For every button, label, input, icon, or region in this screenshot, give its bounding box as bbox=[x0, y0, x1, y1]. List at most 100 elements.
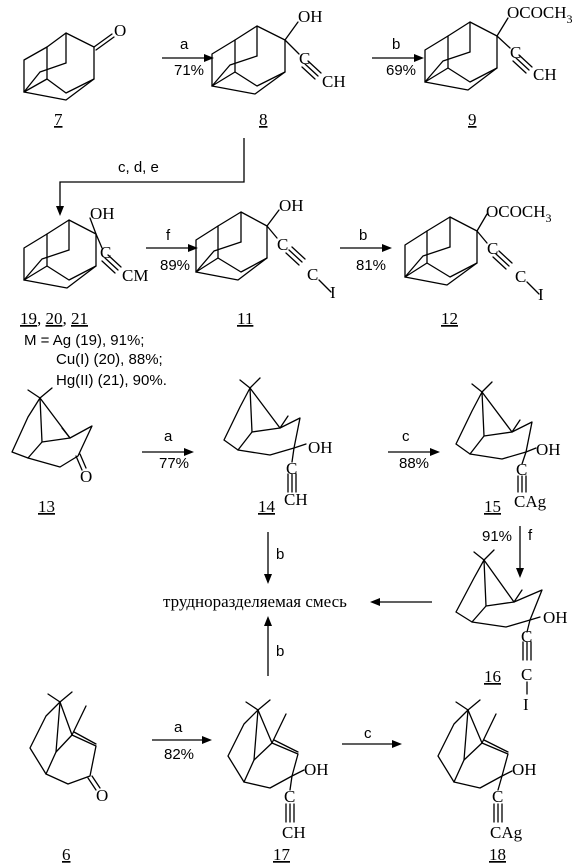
structure-15 bbox=[455, 381, 537, 493]
atom-label: OCOCH3 bbox=[507, 3, 573, 26]
structure-18 bbox=[437, 699, 513, 823]
reagent-label: b bbox=[276, 643, 284, 660]
structure-13 bbox=[11, 387, 93, 471]
reaction-arrow bbox=[342, 740, 402, 748]
yield-label: 91% bbox=[482, 528, 512, 545]
atom-label: C bbox=[286, 459, 297, 478]
compound-label: 8 bbox=[259, 110, 268, 129]
atom-label: OH bbox=[536, 440, 561, 459]
atom-label: CH bbox=[322, 72, 346, 91]
yield-label: 88% bbox=[399, 455, 429, 472]
atom-label: C bbox=[100, 243, 111, 262]
reagent-label: c bbox=[364, 725, 372, 742]
reagent-label: a bbox=[174, 719, 183, 736]
structure-8 bbox=[211, 21, 322, 95]
compound-label: 17 bbox=[273, 845, 291, 864]
atom-label: I bbox=[330, 283, 336, 302]
compound-label: 16 bbox=[484, 667, 501, 686]
structure-6 bbox=[29, 691, 101, 791]
atom-label: C bbox=[521, 665, 532, 684]
atom-label: OH bbox=[304, 760, 329, 779]
reagent-label: a bbox=[164, 428, 173, 445]
reaction-arrow bbox=[516, 526, 524, 578]
atom-label: CAg bbox=[514, 492, 547, 511]
structure-11 bbox=[195, 209, 332, 293]
atom-label: OH bbox=[308, 438, 333, 457]
atom-label: C bbox=[307, 265, 318, 284]
atom-label: OH bbox=[298, 7, 323, 26]
structure-14 bbox=[223, 377, 307, 493]
atom-label: C bbox=[299, 49, 310, 68]
structure-16 bbox=[455, 549, 543, 695]
atom-label: O bbox=[80, 467, 92, 486]
atom-label: I bbox=[538, 285, 544, 304]
reaction-arrow bbox=[340, 244, 392, 252]
structure-17 bbox=[227, 699, 305, 823]
reagent-label: b bbox=[276, 546, 284, 563]
compound-label: 15 bbox=[484, 497, 501, 516]
mixture-label: трудноразделяемая смесь bbox=[163, 592, 347, 611]
reaction-arrow bbox=[152, 736, 212, 744]
atom-label: O bbox=[114, 21, 126, 40]
structure-9 bbox=[424, 17, 533, 91]
compound-label: 14 bbox=[258, 497, 276, 516]
structure-19-21 bbox=[23, 217, 122, 289]
compound-label: 6 bbox=[62, 845, 71, 864]
reaction-arrow bbox=[372, 54, 424, 62]
yield-label: 89% bbox=[160, 257, 190, 274]
reaction-arrow bbox=[388, 448, 440, 456]
atom-label: OH bbox=[90, 204, 115, 223]
yield-label: 82% bbox=[164, 746, 194, 763]
reagent-label: c, d, e bbox=[118, 159, 159, 176]
atom-label: C bbox=[521, 627, 532, 646]
atom-label: CH bbox=[282, 823, 306, 842]
yield-label: 81% bbox=[356, 257, 386, 274]
reagent-label: b bbox=[392, 36, 400, 53]
metal-note: Cu(I) (20), 88%; bbox=[56, 351, 163, 368]
yield-label: 71% bbox=[174, 62, 204, 79]
compound-label: 7 bbox=[54, 110, 63, 129]
structure-7 bbox=[23, 32, 115, 101]
reaction-arrow bbox=[56, 138, 245, 216]
reagent-label: f bbox=[166, 227, 171, 244]
atom-label: OH bbox=[543, 608, 568, 627]
reaction-arrow bbox=[162, 54, 214, 62]
atom-label: C bbox=[487, 239, 498, 258]
compound-label: 13 bbox=[38, 497, 55, 516]
metal-note: M = Ag (19), 91%; bbox=[24, 332, 144, 349]
reaction-arrow bbox=[146, 244, 198, 252]
atom-label: O bbox=[96, 786, 108, 805]
atom-label: OCOCH3 bbox=[486, 202, 552, 225]
atom-label: C bbox=[516, 460, 527, 479]
compound-label-group: 19, 20, 21 bbox=[20, 309, 88, 328]
reaction-arrow bbox=[370, 598, 432, 606]
atom-label: CH bbox=[533, 65, 557, 84]
atom-label: CAg bbox=[490, 823, 523, 842]
compound-label: 9 bbox=[468, 110, 477, 129]
reagent-label: a bbox=[180, 36, 189, 53]
compound-label: 11 bbox=[237, 309, 253, 328]
atom-label: CH bbox=[284, 490, 308, 509]
yield-label: 69% bbox=[386, 62, 416, 79]
compound-label: 18 bbox=[489, 845, 506, 864]
atom-label: OH bbox=[512, 760, 537, 779]
structure-12 bbox=[404, 213, 540, 295]
atom-label: C bbox=[492, 787, 503, 806]
reagent-label: c bbox=[402, 428, 410, 445]
reagent-label: b bbox=[359, 227, 367, 244]
atom-label: I bbox=[523, 695, 529, 714]
reagent-label: f bbox=[528, 527, 533, 544]
reaction-arrow bbox=[264, 616, 272, 676]
yield-label: 77% bbox=[159, 455, 189, 472]
atom-label: C bbox=[510, 43, 521, 62]
reaction-arrow bbox=[142, 448, 194, 456]
compound-label: 12 bbox=[441, 309, 458, 328]
metal-note: Hg(II) (21), 90%. bbox=[56, 372, 167, 389]
atom-label: C bbox=[277, 235, 288, 254]
atom-label: CM bbox=[122, 266, 148, 285]
atom-label: C bbox=[284, 787, 295, 806]
reaction-arrow bbox=[264, 532, 272, 584]
atom-label: C bbox=[515, 267, 526, 286]
atom-label: OH bbox=[279, 196, 304, 215]
